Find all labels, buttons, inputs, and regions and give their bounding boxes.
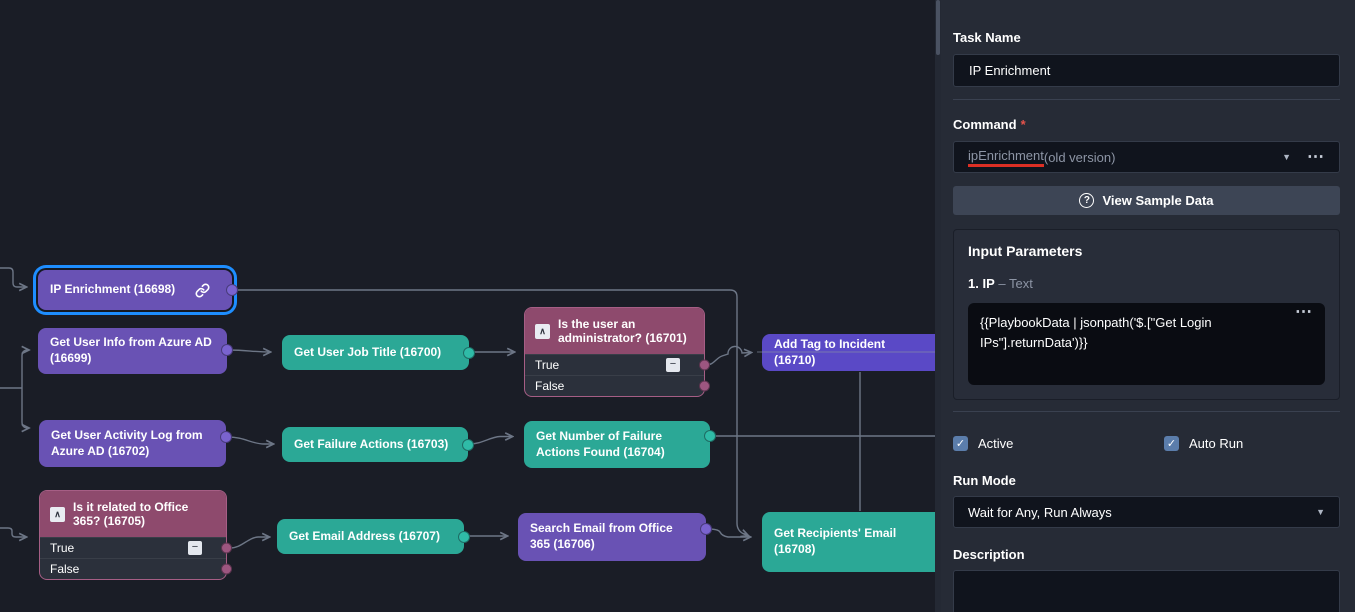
task-node-get-user-activity-log[interactable]: Get User Activity Log from Azure AD (167… bbox=[39, 420, 232, 467]
run-mode-value: Wait for Any, Run Always bbox=[968, 504, 1112, 520]
task-node-label: Get User Activity Log from Azure AD (167… bbox=[51, 427, 203, 458]
branch-label: False bbox=[535, 379, 565, 393]
task-details-panel: Task Name IP Enrichment Command* ipEnric… bbox=[941, 0, 1355, 612]
input-parameters-card: Input Parameters 1. IP – Text {{Playbook… bbox=[953, 229, 1340, 400]
active-label: Active bbox=[978, 436, 1014, 451]
divider bbox=[953, 99, 1340, 100]
task-node-label: Add Tag to Incident (16710) bbox=[774, 336, 886, 367]
task-node-label: Get User Info from Azure AD (16699) bbox=[50, 335, 212, 365]
output-port[interactable] bbox=[221, 344, 233, 356]
task-node-get-user-job-title[interactable]: Get User Job Title (16700) bbox=[282, 335, 475, 370]
task-node-get-recipients-email[interactable]: Get Recipients' Email (16708) bbox=[762, 512, 941, 572]
task-node-label: IP Enrichment (16698) bbox=[50, 282, 176, 297]
task-node-label: Search Email from Office 365 (16706) bbox=[530, 521, 673, 551]
auto-run-checkbox-item[interactable]: ✓ Auto Run bbox=[1164, 436, 1243, 451]
branch-port-false[interactable] bbox=[221, 563, 232, 575]
condition-node-is-user-administrator[interactable]: ∧ Is the user an administrator? (16701) … bbox=[524, 307, 710, 397]
task-name-label: Task Name bbox=[953, 30, 1021, 45]
task-node-get-failure-actions[interactable]: Get Failure Actions (16703) bbox=[282, 427, 474, 462]
branch-row-true[interactable]: True − bbox=[525, 354, 710, 375]
parameter-header: 1. IP – Text bbox=[968, 276, 1033, 291]
divider bbox=[953, 411, 1340, 412]
condition-node-is-related-office365[interactable]: ∧ Is it related to Office 365? (16705) T… bbox=[39, 490, 232, 580]
condition-icon: ∧ bbox=[535, 323, 550, 339]
output-port[interactable] bbox=[462, 438, 474, 451]
task-node-get-user-info[interactable]: Get User Info from Azure AD (16699) bbox=[38, 328, 233, 374]
playbook-canvas[interactable]: IP Enrichment (16698) Get User Info from… bbox=[0, 0, 941, 612]
task-node-ip-enrichment[interactable]: IP Enrichment (16698) bbox=[38, 270, 238, 310]
condition-title: Is it related to Office 365? (16705) bbox=[73, 500, 189, 528]
link-icon bbox=[195, 283, 210, 298]
task-node-search-email-office365[interactable]: Search Email from Office 365 (16706) bbox=[518, 513, 712, 561]
parameter-more-options-icon[interactable]: ⋯ bbox=[1295, 302, 1313, 321]
required-marker: * bbox=[1020, 117, 1026, 132]
task-node-label: Get Recipients' Email (16708) bbox=[774, 526, 897, 556]
branch-row-false[interactable]: False bbox=[40, 558, 232, 579]
run-mode-select[interactable]: Wait for Any, Run Always ▼ bbox=[953, 496, 1340, 528]
output-port[interactable] bbox=[226, 284, 238, 296]
auto-run-label: Auto Run bbox=[1189, 436, 1244, 451]
chevron-down-icon: ▼ bbox=[1316, 507, 1325, 517]
output-port[interactable] bbox=[700, 523, 712, 535]
command-value: ipEnrichment bbox=[968, 148, 1044, 167]
output-port[interactable] bbox=[463, 346, 475, 359]
input-parameters-title: Input Parameters bbox=[968, 243, 1083, 259]
task-name-value: IP Enrichment bbox=[969, 63, 1051, 78]
task-name-input[interactable]: IP Enrichment bbox=[953, 54, 1340, 87]
output-port[interactable] bbox=[220, 431, 232, 443]
question-icon: ? bbox=[1079, 193, 1095, 208]
command-select[interactable]: ipEnrichment (old version) ▼ ⋯ bbox=[953, 141, 1340, 173]
collapse-branch-button[interactable]: − bbox=[188, 541, 202, 555]
branch-label: True bbox=[50, 541, 75, 555]
branch-port-false[interactable] bbox=[699, 380, 710, 392]
description-textarea[interactable] bbox=[953, 570, 1340, 612]
command-more-options-icon[interactable]: ⋯ bbox=[1307, 147, 1325, 166]
task-node-get-email-address[interactable]: Get Email Address (16707) bbox=[277, 519, 470, 554]
task-node-label: Get User Job Title (16700) bbox=[294, 344, 442, 359]
canvas-scrollbar[interactable] bbox=[935, 0, 941, 612]
task-node-label: Get Failure Actions (16703) bbox=[294, 436, 449, 451]
canvas-scrollbar-thumb[interactable] bbox=[936, 0, 940, 55]
branch-port-true[interactable] bbox=[221, 542, 232, 554]
condition-header: ∧ Is the user an administrator? (16701) bbox=[525, 308, 704, 354]
run-mode-label: Run Mode bbox=[953, 473, 1016, 488]
condition-title: Is the user an administrator? (16701) bbox=[558, 317, 687, 345]
auto-run-checkbox[interactable]: ✓ bbox=[1164, 436, 1179, 451]
branch-label: True bbox=[535, 358, 560, 372]
condition-icon: ∧ bbox=[50, 506, 65, 522]
task-node-label: Get Number of Failure Actions Found (167… bbox=[536, 428, 665, 459]
output-port[interactable] bbox=[704, 430, 716, 442]
task-node-label: Get Email Address (16707) bbox=[289, 528, 440, 543]
condition-header: ∧ Is it related to Office 365? (16705) bbox=[40, 491, 226, 537]
branch-port-true[interactable] bbox=[699, 359, 710, 371]
branch-row-false[interactable]: False bbox=[525, 375, 710, 396]
chevron-down-icon[interactable]: ▼ bbox=[1282, 152, 1291, 162]
command-value-suffix: (old version) bbox=[1043, 149, 1116, 165]
collapse-branch-button[interactable]: − bbox=[666, 358, 680, 372]
view-sample-data-button[interactable]: ? View Sample Data bbox=[953, 186, 1340, 215]
branch-row-true[interactable]: True − bbox=[40, 537, 232, 558]
parameter-value-input[interactable]: {{PlaybookData | jsonpath('$.["Get Login… bbox=[968, 303, 1325, 385]
output-port[interactable] bbox=[458, 530, 470, 543]
task-node-get-number-failure-actions[interactable]: Get Number of Failure Actions Found (167… bbox=[524, 421, 716, 468]
command-label: Command* bbox=[953, 117, 1026, 132]
branch-label: False bbox=[50, 562, 80, 576]
active-checkbox-item[interactable]: ✓ Active bbox=[953, 436, 1164, 451]
description-label: Description bbox=[953, 547, 1025, 562]
parameter-value: {{PlaybookData | jsonpath('$.["Get Login… bbox=[980, 315, 1212, 351]
task-node-add-tag-to-incident[interactable]: Add Tag to Incident (16710) bbox=[762, 334, 941, 371]
active-checkbox[interactable]: ✓ bbox=[953, 436, 968, 451]
checkbox-row: ✓ Active ✓ Auto Run bbox=[953, 436, 1340, 451]
